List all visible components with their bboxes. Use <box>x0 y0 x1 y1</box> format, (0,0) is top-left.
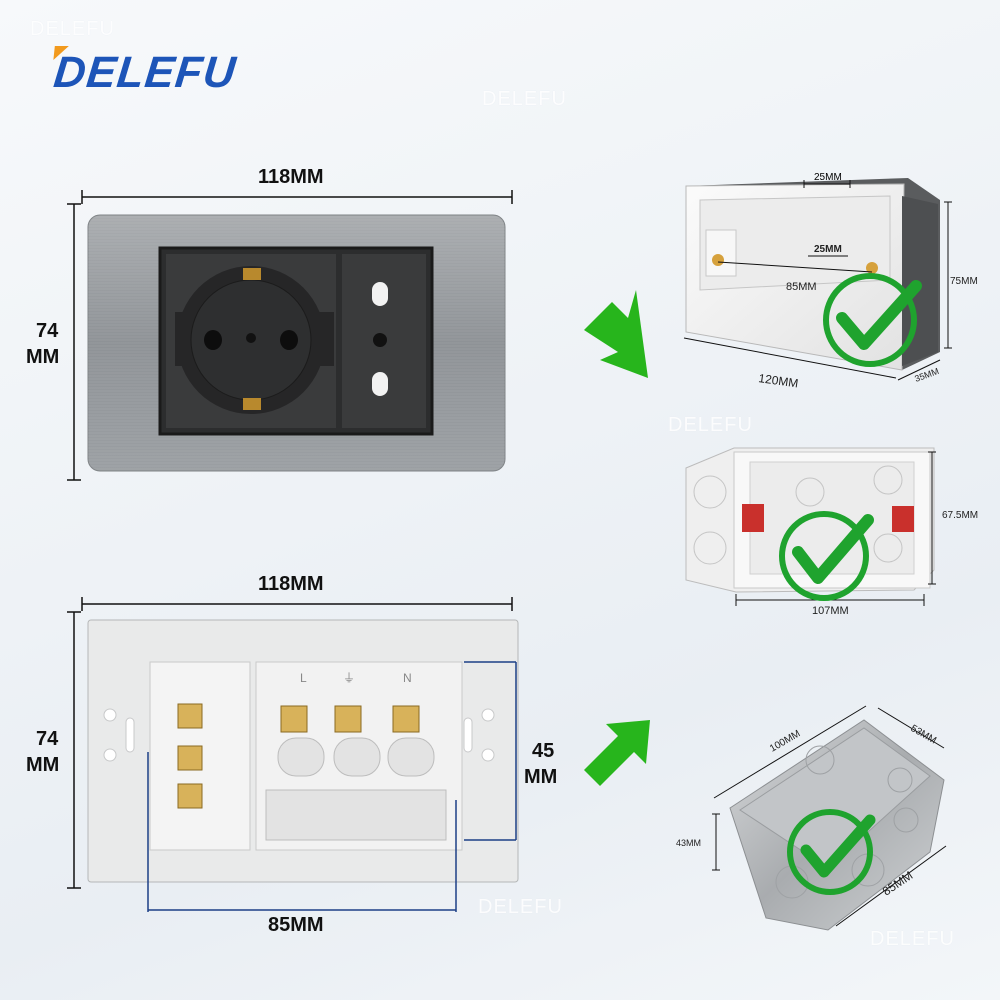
box3-side-dim: 53MM <box>909 723 939 746</box>
check-icon <box>787 809 873 895</box>
module-width-label: 85MM <box>268 914 324 936</box>
box2-height-dim: 67.5MM <box>942 510 978 521</box>
box1-length-dim: 120MM <box>758 371 800 390</box>
metal-box <box>729 719 945 931</box>
top-height-unit: MM <box>26 346 60 368</box>
box1-height-dim: 75MM <box>950 276 978 287</box>
rear-height-unit: MM <box>26 754 60 776</box>
italian-earth-hole <box>373 333 387 347</box>
module-height-unit: MM <box>524 766 558 788</box>
arrow-up-right-icon <box>584 720 650 786</box>
terminal-label-n: N <box>403 671 412 685</box>
module-height-label: 45 <box>532 740 555 762</box>
top-width-label: 118MM <box>258 166 324 188</box>
box3-top-dim: 100MM <box>768 728 802 754</box>
top-height-dimension <box>67 203 81 481</box>
earth-clip <box>243 268 261 280</box>
watermark: DELEFU <box>478 896 563 918</box>
watermark: DELEFU <box>30 18 115 40</box>
schuko-pin-hole <box>204 330 222 350</box>
rear-height-dimension <box>67 611 81 889</box>
terminal-label-earth: ⏚ <box>343 671 355 685</box>
box1-top-dim: 25MM <box>814 172 842 183</box>
watermark: DELEFU <box>668 414 753 436</box>
rear-width-label: 118MM <box>258 573 324 595</box>
plastic-box-1 <box>685 178 940 371</box>
schuko-pin-hole <box>280 330 298 350</box>
italian-pin-hole <box>372 282 388 306</box>
top-width-dimension <box>81 190 513 204</box>
rear-width-dimension <box>81 597 513 611</box>
box1-inner-dim: 25MM <box>814 244 842 255</box>
italian-pin-hole <box>372 372 388 396</box>
module-height-dimension <box>464 661 517 841</box>
terminal-screws <box>177 703 420 809</box>
watermark: DELEFU <box>482 88 567 110</box>
check-icon <box>779 511 869 601</box>
module-width-dimension <box>147 752 457 912</box>
box1-depth-dim: 85MM <box>786 281 817 293</box>
check-icon <box>823 273 917 367</box>
arrow-right-icon <box>584 290 648 378</box>
terminal-label-l: L <box>300 671 307 685</box>
rear-height-label: 74 <box>36 728 59 750</box>
box1-side-dim: 35MM <box>913 366 940 384</box>
top-height-label: 74 <box>36 320 59 342</box>
earth-clip <box>243 398 261 410</box>
watermark: DELEFU <box>870 928 955 950</box>
plastic-box-2 <box>685 447 935 593</box>
box2-width-dim: 107MM <box>812 605 849 617</box>
box3-height-dim: 43MM <box>676 838 701 848</box>
